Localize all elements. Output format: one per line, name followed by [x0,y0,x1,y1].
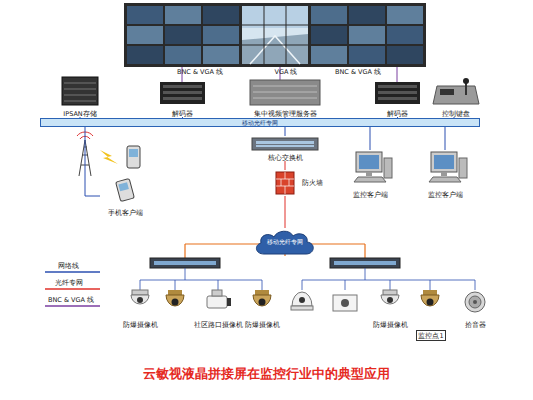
node-label: 监控客户端 [400,192,490,199]
signal-bolt [100,150,118,164]
wire-label: BNC & VGA 线 [335,69,381,76]
cloud-node: 移动光纤专网 [252,228,318,256]
network-connector [370,127,371,150]
network-connector [285,161,286,170]
mobile-phone [116,146,140,201]
network-connector [285,127,286,136]
pc-icon [354,152,467,182]
node-label: 集中视频管理服务器 [220,111,350,118]
core-switch-node: 核心交换机 [250,136,320,161]
monitor-point-box: 监控点1 [416,330,446,341]
legend-text: 网络线 [58,263,79,270]
control-keyboard [433,78,479,104]
camera-label: 防爆摄像机 [245,322,280,329]
server-box [250,80,320,105]
phone-client-node: 手机客户端 [100,178,150,216]
camera-label: 社区路口摄像机 [194,322,243,329]
camera-label: 防爆摄像机 [373,322,408,329]
legend-lines [45,272,100,306]
access-switch [150,258,400,268]
storage-rack [62,77,98,105]
wire-label: VGA 线 [275,69,298,76]
node-label: 解码器 [350,111,445,118]
node-label: 监控点1 [397,332,465,339]
node-label: 防火墙 [302,180,323,187]
camera-label: 拾音器 [465,322,486,329]
monitor-client-node: 监控客户端 [420,150,470,198]
core-switch [252,138,318,150]
network-connector [397,117,398,118]
network-connector [85,127,100,196]
camera-wires [140,268,475,290]
camera-label: 防爆摄像机 [123,322,158,329]
firewall-wall [276,172,294,194]
decoder-node: 解码器 [155,78,210,117]
wire-label: BNC & VGA 线 [177,69,223,76]
node-label: 手机客户端 [80,210,170,217]
node-label: 移动光纤专网 [232,239,338,245]
node-label: 控制键盘 [408,111,503,118]
node-label: 解码器 [135,111,230,118]
diagram-caption: 云敏视液晶拼接屏在监控行业中的典型应用 [0,366,533,383]
network-connector [182,117,183,118]
video-wall [124,3,426,67]
decoder-node: 解码器 [370,78,425,117]
network-connector [285,117,286,118]
monitor-client-node: 监控客户端 [345,150,395,198]
server-node: 集中视频管理服务器 [240,76,330,117]
legend-text: 光纤专网 [55,280,83,287]
radio-tower [77,132,93,176]
node-label: IPSAN存储 [30,111,130,118]
legend-text: BNC & VGA 线 [48,297,94,304]
keyboard-node: 控制键盘 [428,76,483,117]
network-bus: 移动光纤专网 [40,118,480,127]
node-label: 核心交换机 [230,155,340,162]
network-connector [80,117,81,118]
network-connector [454,117,455,118]
camera-icon [131,290,485,312]
node-label: 监控客户端 [325,192,415,199]
network-connector [445,127,446,150]
storage-node: IPSAN存储 [50,76,110,117]
network-connector [285,196,286,228]
node-label: 移动光纤专网 [21,120,499,126]
firewall-node: 防火墙 [270,170,300,196]
